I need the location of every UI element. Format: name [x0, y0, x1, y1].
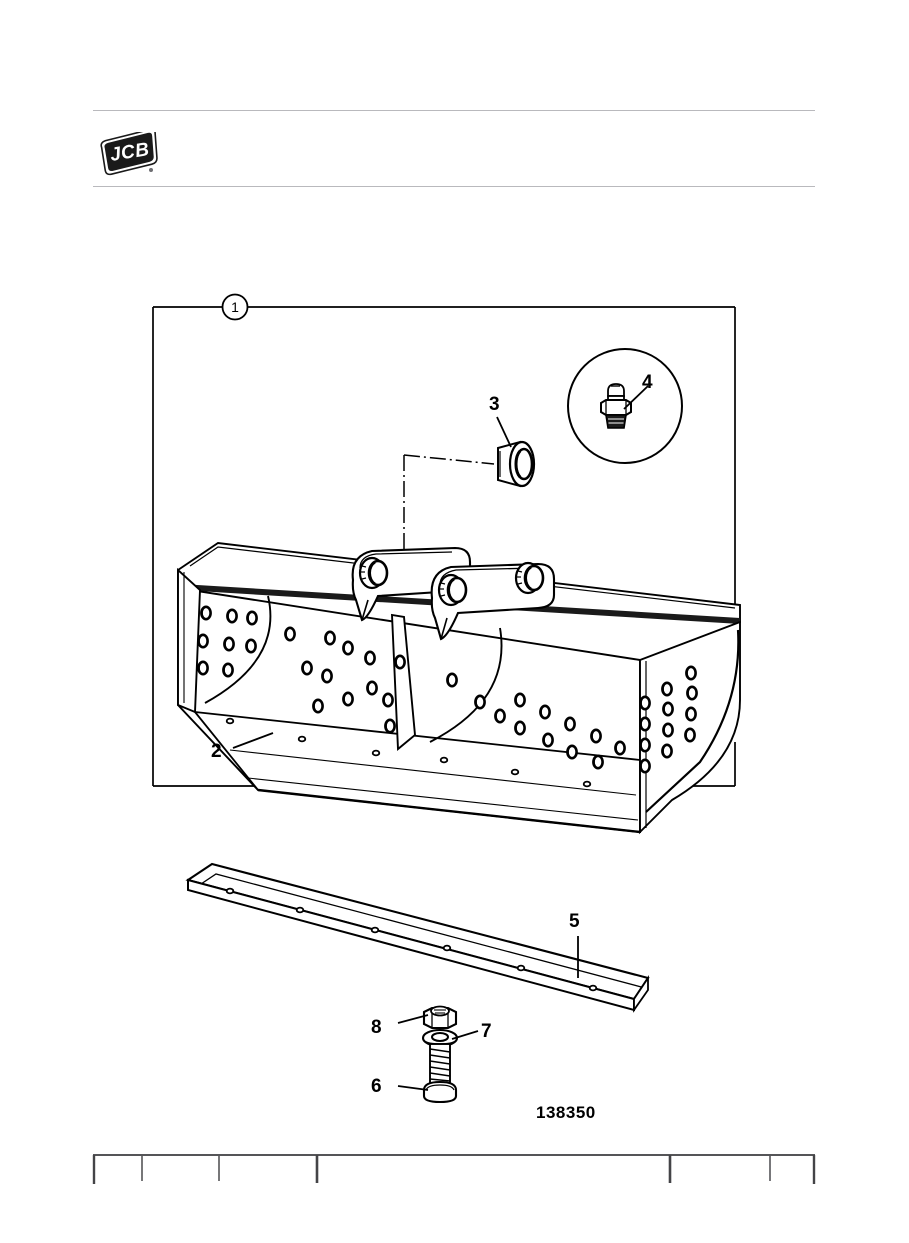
callout-5-label: 5 — [569, 911, 580, 932]
registered-trademark-mark — [149, 168, 153, 172]
grease-nipple — [600, 383, 632, 429]
callout-7-label: 7 — [481, 1021, 492, 1042]
bolt — [422, 1043, 458, 1104]
bush-part — [496, 416, 536, 488]
callout-4-label: 4 — [642, 372, 653, 393]
leader-7 — [451, 1030, 479, 1040]
bracket-left — [351, 546, 472, 622]
callout-1-label: 1 — [231, 299, 239, 315]
leader-8 — [397, 1014, 429, 1024]
callout-2-label: 2 — [211, 741, 222, 762]
assembly-centerline — [403, 454, 495, 578]
callout-6-label: 6 — [371, 1076, 382, 1097]
header-bottom-rule — [93, 186, 815, 187]
parts-table-header — [92, 1154, 816, 1184]
leader-6 — [397, 1085, 429, 1091]
callout-3-label: 3 — [489, 394, 500, 415]
mounting-brackets — [351, 546, 556, 641]
grease-nipple-detail — [567, 348, 683, 464]
bracket-right — [430, 561, 556, 641]
jcb-logo: JCB — [97, 128, 163, 176]
fastener-stack — [397, 1005, 479, 1104]
nut — [422, 1005, 458, 1030]
callout-8-label: 8 — [371, 1017, 382, 1038]
header-top-rule — [93, 110, 815, 111]
drawing-number: 138350 — [536, 1103, 596, 1122]
cutting-edge — [185, 862, 650, 1013]
callout-1-circle — [221, 293, 249, 321]
